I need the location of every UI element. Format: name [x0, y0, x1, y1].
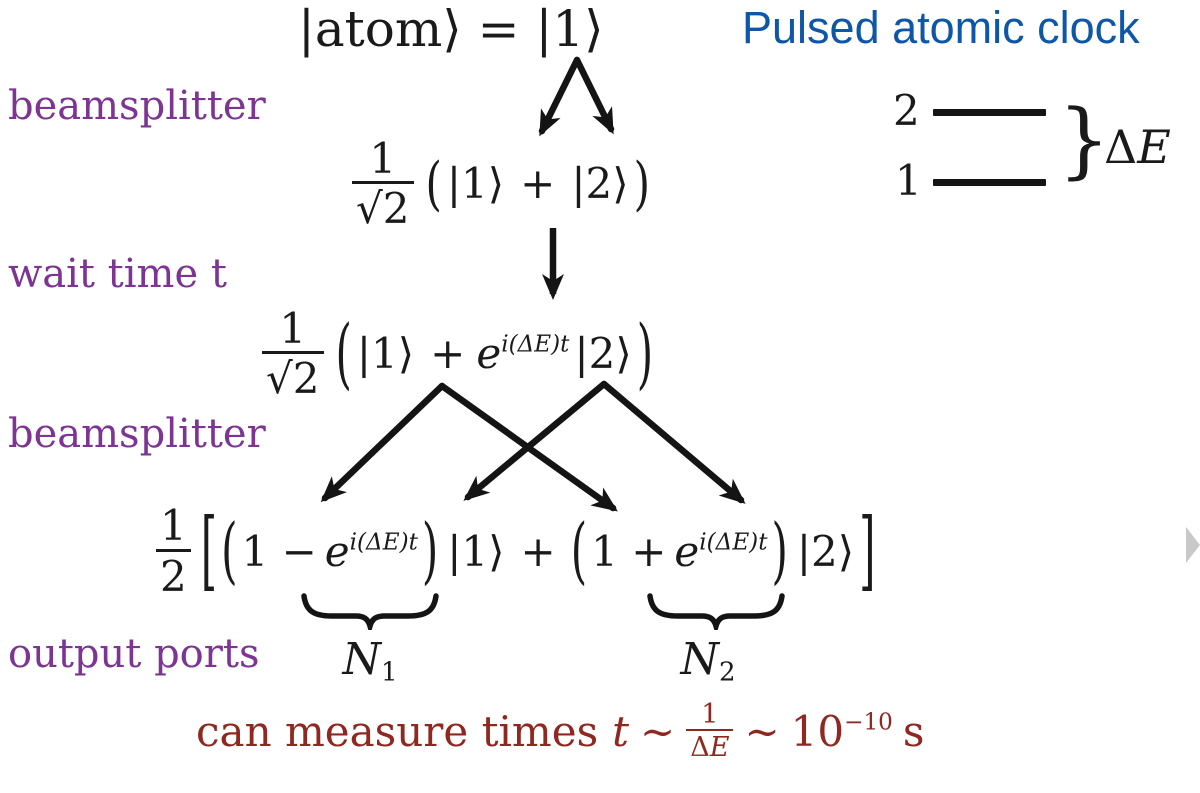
radicand: 2 — [382, 181, 410, 234]
right-bracket: ] — [859, 499, 876, 601]
energy-symbol: E — [1137, 120, 1171, 174]
euler-e: e — [324, 526, 350, 576]
radical-sign: √ — [266, 354, 293, 404]
right-paren: ) — [636, 308, 654, 398]
cross-arrow-1 — [320, 382, 446, 503]
ket-2: |2⟩ — [574, 329, 632, 379]
radicand: 2 — [292, 351, 320, 404]
fraction-one-over-delta-e: 1 ΔE — [686, 699, 734, 764]
cross-arrow-4 — [600, 380, 746, 504]
n1-count-label: N1 — [330, 634, 410, 688]
term-one-minus: 1 − — [241, 526, 317, 576]
ket-1: |1⟩ — [447, 526, 505, 576]
split-arrow-left — [538, 56, 581, 137]
beamsplitter2-crossing-arrows — [320, 380, 746, 512]
label-output-ports: output ports — [8, 631, 260, 677]
fraction-one-over-sqrt2: 1 √2 — [262, 304, 324, 404]
phase-exponent: i(ΔE)t — [501, 331, 570, 358]
seconds-unit: s — [902, 706, 925, 756]
phase-factor: ei(ΔE)t — [325, 527, 418, 576]
radical-sign: √ — [356, 184, 383, 234]
plus-operator: + — [520, 159, 556, 209]
phase-exponent: i(ΔE)t — [349, 528, 418, 555]
euler-e: e — [674, 526, 700, 576]
evolved-state-formula: 1 √2 ( |1⟩ + ei(ΔE)t |2⟩ ) — [262, 304, 654, 404]
energy-gap-brace: } — [1058, 93, 1111, 188]
right-paren: ) — [771, 508, 788, 593]
label-beamsplitter-2: beamsplitter — [8, 411, 266, 457]
left-paren: ( — [335, 308, 352, 398]
beamsplitter1-split-arrows — [538, 56, 615, 137]
n2-subscript: 2 — [718, 657, 736, 688]
ket-1: |1⟩ — [356, 329, 415, 379]
fraction-numerator: 1 — [160, 501, 187, 551]
left-paren: ( — [425, 149, 442, 217]
n2-symbol: N — [680, 634, 719, 685]
base-ten: 10 — [790, 706, 845, 756]
delta-symbol: Δ — [1104, 120, 1138, 174]
fraction-denominator: √2 — [352, 181, 414, 234]
exponent-minus-ten: −10 — [844, 709, 893, 736]
energy-symbol: E — [709, 732, 730, 764]
initial-state-formula: |atom⟩ = |1⟩ — [298, 0, 604, 58]
conclusion-formula: can measure times t ∼ 1 ΔE ∼ 10−10 s — [196, 700, 924, 762]
conclusion-lead-text: can measure times — [196, 706, 599, 756]
n2-count-label: N2 — [668, 634, 748, 688]
ket-2: |2⟩ — [571, 159, 629, 209]
label-wait-time: wait time t — [8, 251, 227, 297]
plus-operator: + — [520, 526, 556, 576]
similar-operator: ∼ — [744, 706, 780, 756]
ket-1: |1⟩ — [446, 159, 505, 209]
output-state-formula: 1 2 [ ( 1 − ei(ΔE)t ) |1⟩ + ( 1 + ei(ΔE)… — [156, 496, 876, 606]
right-paren: ) — [633, 149, 651, 217]
phase-factor: ei(ΔE)t — [476, 329, 569, 378]
nav-next-arrow[interactable] — [1186, 527, 1200, 563]
delta-symbol: Δ — [690, 732, 710, 764]
fraction-numerator: 1 — [279, 304, 307, 353]
n1-symbol: N — [342, 634, 381, 685]
time-symbol: t — [612, 706, 630, 756]
power-of-ten: 10−10 — [791, 707, 893, 756]
plus-operator: + — [430, 329, 466, 379]
phase-factor: ei(ΔE)t — [674, 527, 767, 576]
right-paren: ) — [421, 508, 439, 593]
delta-e-label: ΔE — [1104, 120, 1171, 174]
underbrace-n2 — [647, 593, 785, 630]
left-paren: ( — [221, 508, 238, 593]
ket-2: |2⟩ — [796, 526, 855, 576]
euler-e: e — [476, 329, 502, 379]
level-1-label: 1 — [895, 156, 922, 205]
label-beamsplitter-1: beamsplitter — [8, 83, 266, 129]
level-1-line — [933, 179, 1046, 186]
underbrace-n1 — [301, 593, 439, 630]
fraction-one-over-sqrt2: 1 √2 — [352, 134, 414, 234]
fraction-numerator: 1 — [701, 699, 719, 730]
cross-arrow-3 — [463, 380, 608, 501]
similar-operator: ∼ — [640, 706, 676, 756]
superposition-formula: 1 √2 ( |1⟩ + |2⟩ ) — [352, 134, 651, 234]
level-2-label: 2 — [893, 86, 920, 135]
left-bracket: [ — [200, 499, 218, 601]
level-2-line — [933, 109, 1046, 116]
slide-title: Pulsed atomic clock — [742, 2, 1140, 53]
fraction-one-half: 1 2 — [156, 503, 191, 599]
fraction-denominator: √2 — [262, 351, 324, 404]
split-arrow-right — [573, 56, 615, 135]
phase-exponent: i(ΔE)t — [699, 528, 768, 555]
fraction-denominator: 2 — [156, 548, 191, 599]
n1-subscript: 1 — [380, 657, 398, 688]
left-paren: ( — [570, 508, 588, 593]
term-one-plus: 1 + — [591, 526, 667, 576]
fraction-numerator: 1 — [369, 134, 397, 183]
fraction-denominator: ΔE — [686, 729, 734, 764]
